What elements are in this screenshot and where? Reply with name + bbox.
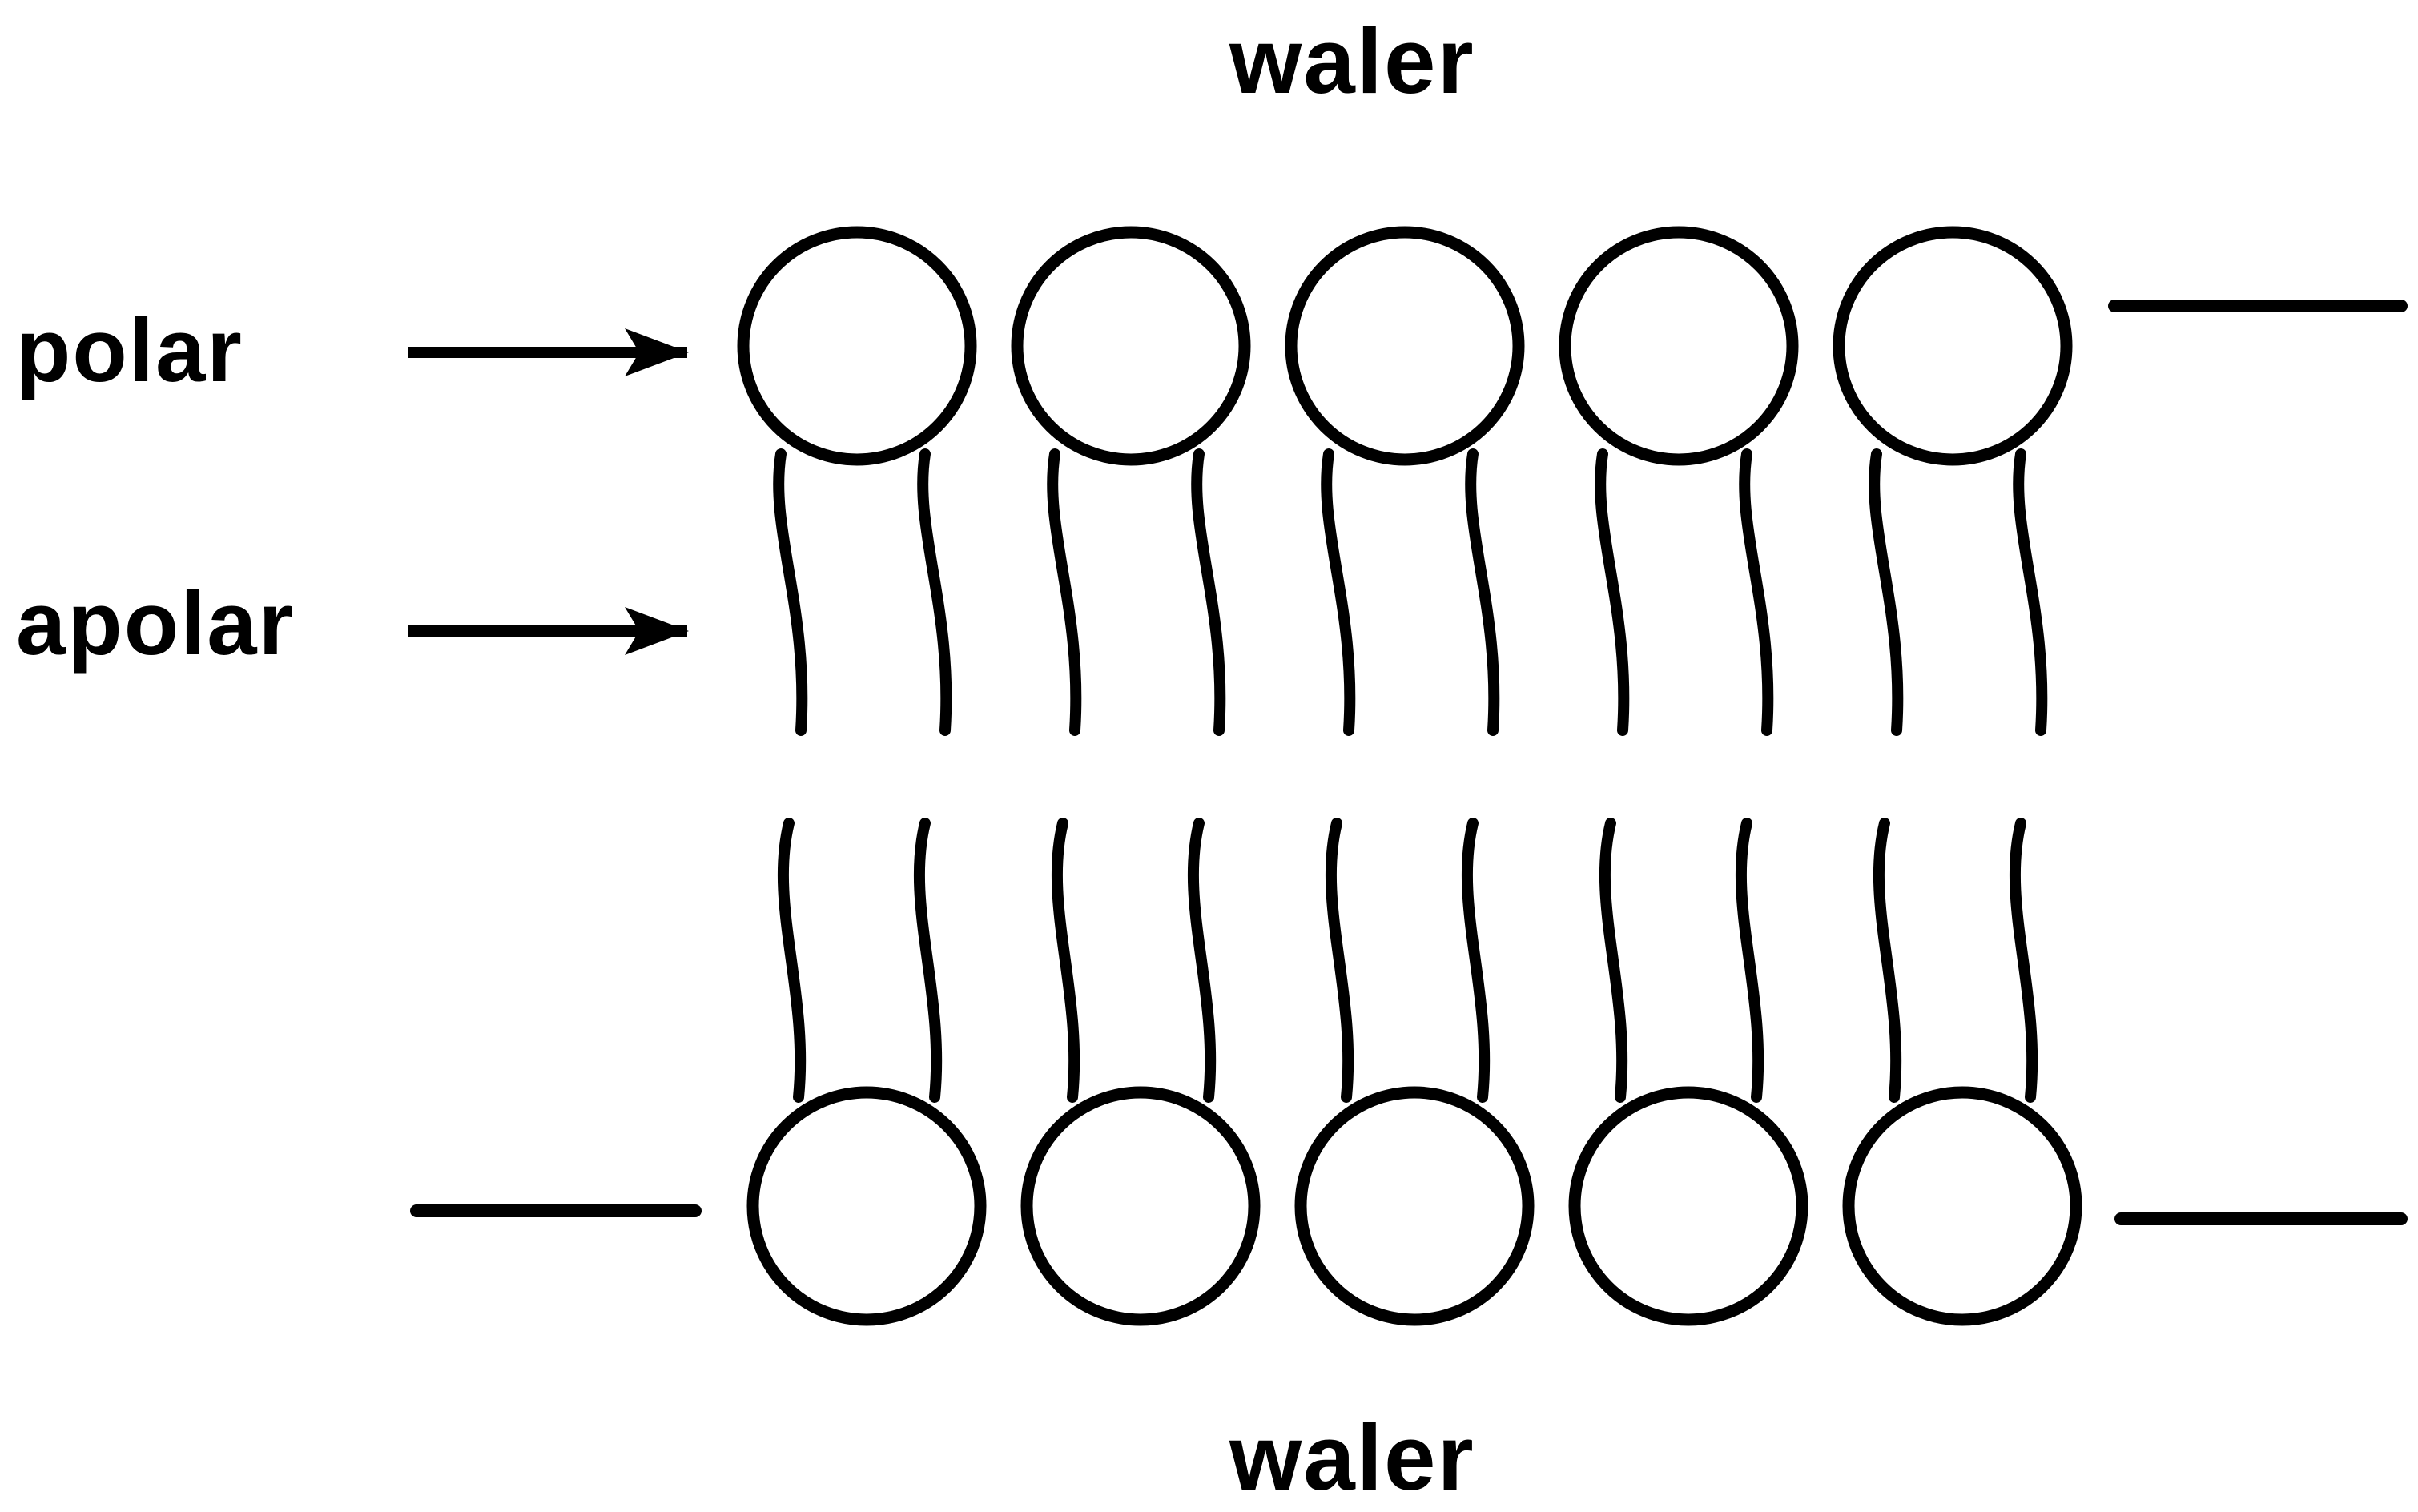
apolar-tail <box>1191 448 1226 736</box>
polar-head <box>1285 226 1525 466</box>
upper-lipid <box>1285 226 1525 736</box>
polar-head <box>746 1086 987 1326</box>
apolar-tail <box>1187 818 1217 1103</box>
apolar-tail <box>2009 818 2038 1103</box>
apolar-tail <box>1739 448 1774 736</box>
polar-head <box>737 226 977 466</box>
lower-lipid <box>1568 818 1808 1326</box>
apolar-tail <box>1599 818 1628 1103</box>
apolar-tail <box>913 818 943 1103</box>
polar-head <box>1833 226 2073 466</box>
polar-head <box>1568 1086 1808 1326</box>
apolar-tail <box>1873 818 1902 1103</box>
apolar-tail <box>1051 818 1080 1103</box>
polar-head <box>1020 1086 1261 1326</box>
apolar-tail <box>1869 448 1904 736</box>
lower-leaflet <box>746 818 2082 1326</box>
polar-label: polar <box>16 300 243 400</box>
apolar-label: apolar <box>16 573 296 674</box>
upper-lipid <box>1833 226 2073 736</box>
upper-lipid <box>1011 226 1251 736</box>
polar-head <box>1294 1086 1535 1326</box>
water-top-label: waler <box>1229 9 1475 113</box>
lower-lipid <box>746 818 987 1326</box>
apolar-tail <box>773 448 808 736</box>
apolar-tail <box>1465 448 1500 736</box>
polar-head <box>1011 226 1251 466</box>
polar-head <box>1842 1086 2082 1326</box>
apolar-tail <box>777 818 807 1103</box>
apolar-tail <box>917 448 952 736</box>
upper-leaflet <box>737 226 2073 736</box>
water-bottom-label: waler <box>1229 1405 1475 1510</box>
apolar-tail <box>1595 448 1630 736</box>
apolar-tail <box>2013 448 2048 736</box>
lower-lipid <box>1842 818 2082 1326</box>
lower-lipid <box>1020 818 1261 1326</box>
lower-lipid <box>1294 818 1535 1326</box>
upper-lipid <box>737 226 977 736</box>
apolar-tail <box>1735 818 1764 1103</box>
polar-head <box>1559 226 1799 466</box>
apolar-tail <box>1461 818 1491 1103</box>
apolar-tail <box>1325 818 1354 1103</box>
apolar-tail <box>1321 448 1356 736</box>
upper-lipid <box>1559 226 1799 736</box>
apolar-tail <box>1047 448 1082 736</box>
